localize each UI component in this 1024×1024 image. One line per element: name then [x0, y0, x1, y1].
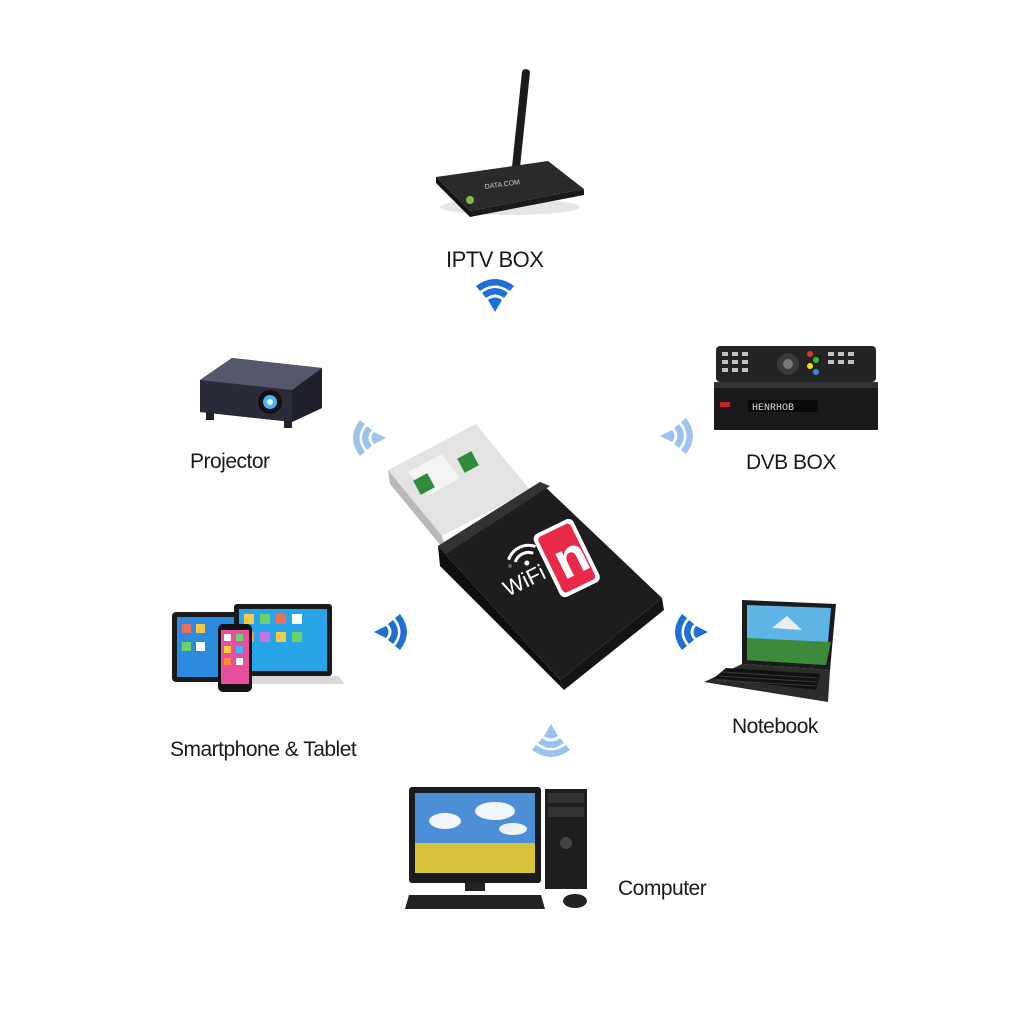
notebook-icon [702, 598, 842, 708]
wifi-signal-icon-computer [530, 720, 572, 760]
iptv-box-icon: DATA COM [430, 65, 590, 220]
smartphone-tablet-label: Smartphone & Tablet [170, 738, 357, 761]
wifi-signal-icon-iptv [474, 276, 516, 316]
dvb-box-icon: HENRHOB [708, 342, 880, 434]
computer-label: Computer [618, 877, 707, 900]
wifi-usb-adapter: n WiFi [380, 420, 670, 695]
smartphone-tablet-icon [170, 602, 345, 707]
wifi-signal-icon-projector [350, 418, 390, 458]
iptv-brand-text: DATA COM [484, 179, 520, 191]
notebook-label: Notebook [732, 715, 818, 738]
projector-icon [192, 350, 332, 430]
wifi-signal-icon-dvb [656, 416, 696, 456]
desktop-computer-icon [405, 785, 605, 915]
wifi-signal-icon-notebook [672, 612, 712, 652]
projector-label: Projector [190, 450, 270, 473]
iptv-box-label: IPTV BOX [446, 247, 544, 272]
wifi-signal-icon-tablet [370, 612, 410, 652]
dvb-display-text: HENRHOB [752, 403, 794, 414]
dvb-box-label: DVB BOX [746, 451, 836, 474]
